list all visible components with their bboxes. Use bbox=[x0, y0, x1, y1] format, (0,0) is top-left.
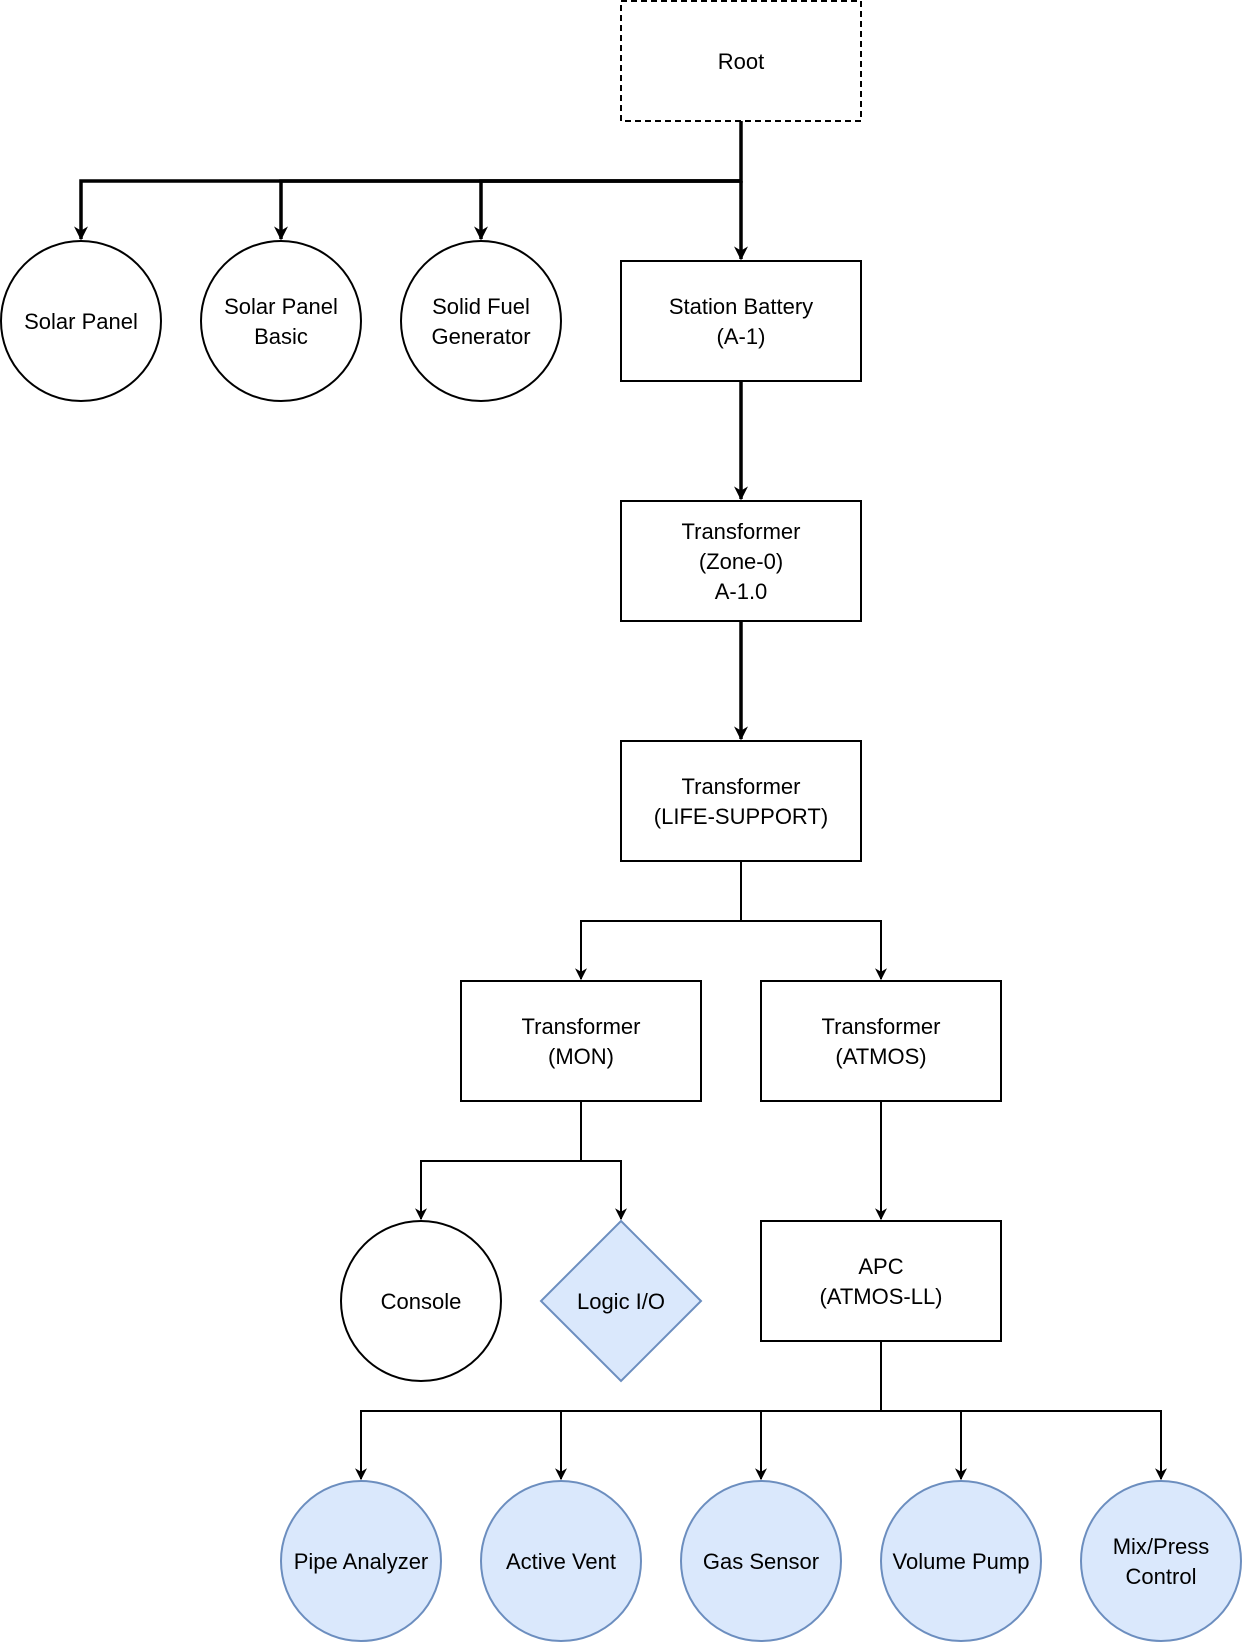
edge-apc-active-vent bbox=[555, 1410, 881, 1481]
node-transformer-zone0-label: Transformer (Zone-0) A-1.0 bbox=[682, 519, 801, 604]
node-label-line: A-1.0 bbox=[715, 579, 768, 604]
node-root[interactable]: Root bbox=[620, 0, 862, 122]
node-transformer-mon[interactable]: Transformer (MON) bbox=[460, 980, 702, 1102]
node-label-line: Solid Fuel bbox=[432, 294, 530, 319]
node-label-line: Gas Sensor bbox=[703, 1549, 819, 1574]
node-pipe-analyzer-label: Pipe Analyzer bbox=[294, 1549, 429, 1574]
node-label-line: Solar Panel bbox=[24, 309, 138, 334]
edge-apc-volume-pump bbox=[881, 1410, 967, 1481]
node-station-battery[interactable]: Station Battery (A-1) bbox=[620, 260, 862, 382]
node-apc-atmos-ll-label: APC (ATMOS-LL) bbox=[819, 1254, 942, 1309]
node-label-line: Station Battery bbox=[669, 294, 813, 319]
node-label-line: Pipe Analyzer bbox=[294, 1549, 429, 1574]
node-label-line: Volume Pump bbox=[893, 1549, 1030, 1574]
node-volume-pump-label: Volume Pump bbox=[893, 1549, 1030, 1574]
node-label-line: Transformer bbox=[822, 1014, 941, 1039]
node-console-label: Console bbox=[381, 1289, 462, 1314]
node-label-line: Active Vent bbox=[506, 1549, 616, 1574]
edge-mon-console bbox=[415, 1101, 582, 1221]
node-label-line: (Zone-0) bbox=[699, 549, 783, 574]
node-label-line: (ATMOS-LL) bbox=[819, 1284, 942, 1309]
node-transformer-atmos-label: Transformer (ATMOS) bbox=[822, 1014, 941, 1069]
edge-apc-mix-press-control bbox=[881, 1410, 1167, 1481]
node-label-line: Transformer bbox=[522, 1014, 641, 1039]
node-logic-io[interactable]: Logic I/O bbox=[539, 1219, 703, 1383]
node-root-label: Root bbox=[718, 49, 764, 74]
node-apc-atmos-ll[interactable]: APC (ATMOS-LL) bbox=[760, 1220, 1002, 1342]
node-label-line: (LIFE-SUPPORT) bbox=[654, 804, 828, 829]
node-active-vent-label: Active Vent bbox=[506, 1549, 616, 1574]
node-transformer-atmos[interactable]: Transformer (ATMOS) bbox=[760, 980, 1002, 1102]
node-transformer-mon-label: Transformer (MON) bbox=[522, 1014, 641, 1069]
node-transformer-life-support-label: Transformer (LIFE-SUPPORT) bbox=[654, 774, 828, 829]
node-label-line: Logic I/O bbox=[577, 1289, 665, 1314]
node-label-line: (MON) bbox=[548, 1044, 614, 1069]
node-gas-sensor-label: Gas Sensor bbox=[703, 1549, 819, 1574]
node-label-line: Generator bbox=[431, 324, 530, 349]
node-transformer-zone0[interactable]: Transformer (Zone-0) A-1.0 bbox=[620, 500, 862, 622]
node-label-line: Control bbox=[1126, 1564, 1197, 1589]
edge-life-support-mon bbox=[575, 861, 742, 981]
node-label-line: APC bbox=[858, 1254, 903, 1279]
node-gas-sensor[interactable]: Gas Sensor bbox=[680, 1480, 842, 1642]
node-label-line: Root bbox=[718, 49, 764, 74]
node-solar-panel-label: Solar Panel bbox=[24, 309, 138, 334]
edge-apc-gas-sensor bbox=[755, 1410, 881, 1481]
edge-life-support-atmos bbox=[741, 920, 887, 981]
node-station-battery-label: Station Battery (A-1) bbox=[669, 294, 813, 349]
node-label-line: (ATMOS) bbox=[835, 1044, 926, 1069]
node-label-line: Transformer bbox=[682, 774, 801, 799]
node-logic-io-label: Logic I/O bbox=[577, 1289, 665, 1314]
node-label-line: Mix/Press bbox=[1113, 1534, 1210, 1559]
node-label-line: (A-1) bbox=[717, 324, 766, 349]
node-label-line: Transformer bbox=[682, 519, 801, 544]
node-solar-panel[interactable]: Solar Panel bbox=[0, 240, 162, 402]
node-volume-pump[interactable]: Volume Pump bbox=[880, 1480, 1042, 1642]
node-label-line: Basic bbox=[254, 324, 308, 349]
node-label-line: Solar Panel bbox=[224, 294, 338, 319]
node-transformer-life-support[interactable]: Transformer (LIFE-SUPPORT) bbox=[620, 740, 862, 862]
node-label-line: Console bbox=[381, 1289, 462, 1314]
edge-root-solid-fuel-generator bbox=[474, 179, 741, 241]
edge-root-solar-panel-basic bbox=[274, 179, 741, 241]
node-console[interactable]: Console bbox=[340, 1220, 502, 1382]
edge-mon-logic-io bbox=[581, 1160, 627, 1221]
node-active-vent[interactable]: Active Vent bbox=[480, 1480, 642, 1642]
node-pipe-analyzer[interactable]: Pipe Analyzer bbox=[280, 1480, 442, 1642]
connectors bbox=[74, 121, 1167, 1481]
